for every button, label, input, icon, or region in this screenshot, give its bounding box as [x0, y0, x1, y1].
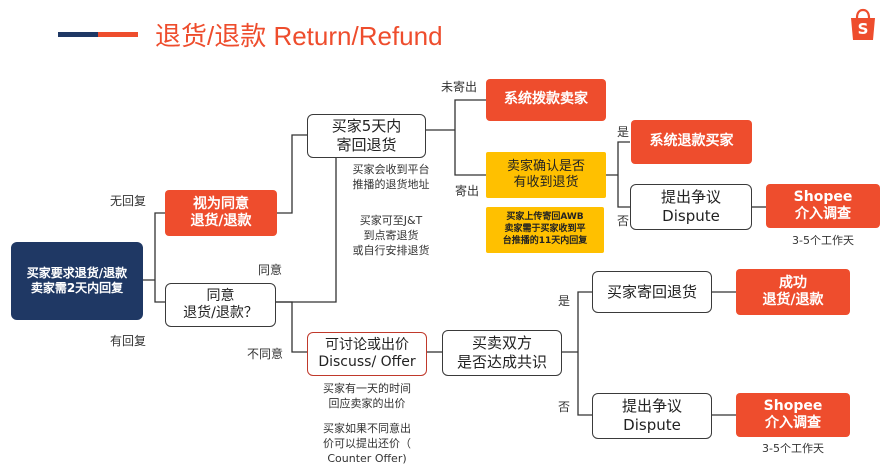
seller-confirm-node: 卖家确认是否 有收到退货	[486, 152, 606, 198]
discuss-offer-node: 可讨论或出价 Discuss/ Offer	[307, 332, 427, 376]
connector-consensus-branch	[562, 291, 592, 416]
note-return-address: 买家会收到平台 推播的退货地址	[352, 163, 430, 191]
note-days-1: 3-5个工作天	[792, 234, 854, 247]
buyer-return-goods-node: 买家寄回退货	[592, 271, 712, 313]
awb-note: 买家上传寄回AWB 卖家需于买家收到平 台推播的11天内回复	[486, 207, 604, 253]
label-has-reply: 有回复	[110, 334, 147, 348]
label-not-sent: 未寄出	[441, 80, 478, 94]
deemed-agree-node: 视为同意 退货/退款	[165, 190, 277, 236]
connector-start-branch	[143, 212, 165, 303]
consensus-node: 买卖双方 是否达成共识	[442, 330, 562, 376]
label-agree: 同意	[258, 263, 283, 277]
buyer-5days-node: 买家5天内 寄回退货	[307, 114, 426, 158]
header-accent-bar-orange	[98, 32, 138, 37]
connector-confirm-branch	[606, 141, 630, 208]
dispute-2-node: 提出争议 Dispute	[592, 393, 712, 439]
connector-agree-to-5days	[276, 135, 337, 303]
connector-disagree-to-discuss	[276, 301, 307, 353]
label-sent: 寄出	[455, 184, 480, 198]
shopee-investigate-1-node: Shopee 介入调查	[766, 184, 880, 228]
connector-5days-branch	[426, 99, 486, 176]
shopee-investigate-2-node: Shopee 介入调查	[736, 393, 850, 437]
note-counter-offer: 买家如果不同意出 价可以提出还价（ Counter Offer)	[323, 422, 411, 465]
header-accent-bar-navy	[58, 32, 98, 37]
label-yes-2: 是	[558, 294, 571, 308]
system-refund-buyer-node: 系统退款买家	[631, 120, 752, 164]
logo-letter: S	[857, 20, 869, 38]
label-disagree: 不同意	[247, 347, 284, 361]
note-buyer-one-day: 买家有一天的时间 回应卖家的出价	[323, 382, 411, 410]
system-refund-seller-node: 系统拨款卖家	[486, 79, 606, 121]
label-no-reply: 无回复	[110, 194, 147, 208]
shopee-bag-icon: S	[848, 8, 878, 42]
label-no-1: 否	[617, 214, 630, 228]
agree-question-node: 同意 退货/退款？	[165, 283, 276, 327]
label-yes-1: 是	[617, 125, 630, 139]
dispute-1-node: 提出争议 Dispute	[630, 184, 752, 230]
page-title: 退货/退款 Return/Refund	[155, 21, 443, 51]
start-node: 买家要求退货/退款 卖家需2天内回复	[11, 242, 143, 320]
note-days-2: 3-5个工作天	[762, 442, 824, 455]
connector-deemed-to-5days	[277, 134, 307, 214]
label-no-2: 否	[558, 400, 571, 414]
note-jnt-dropoff: 买家可至J&T 到点寄退货 或自行安排退货	[352, 214, 430, 257]
success-refund-node: 成功 退货/退款	[736, 269, 850, 315]
